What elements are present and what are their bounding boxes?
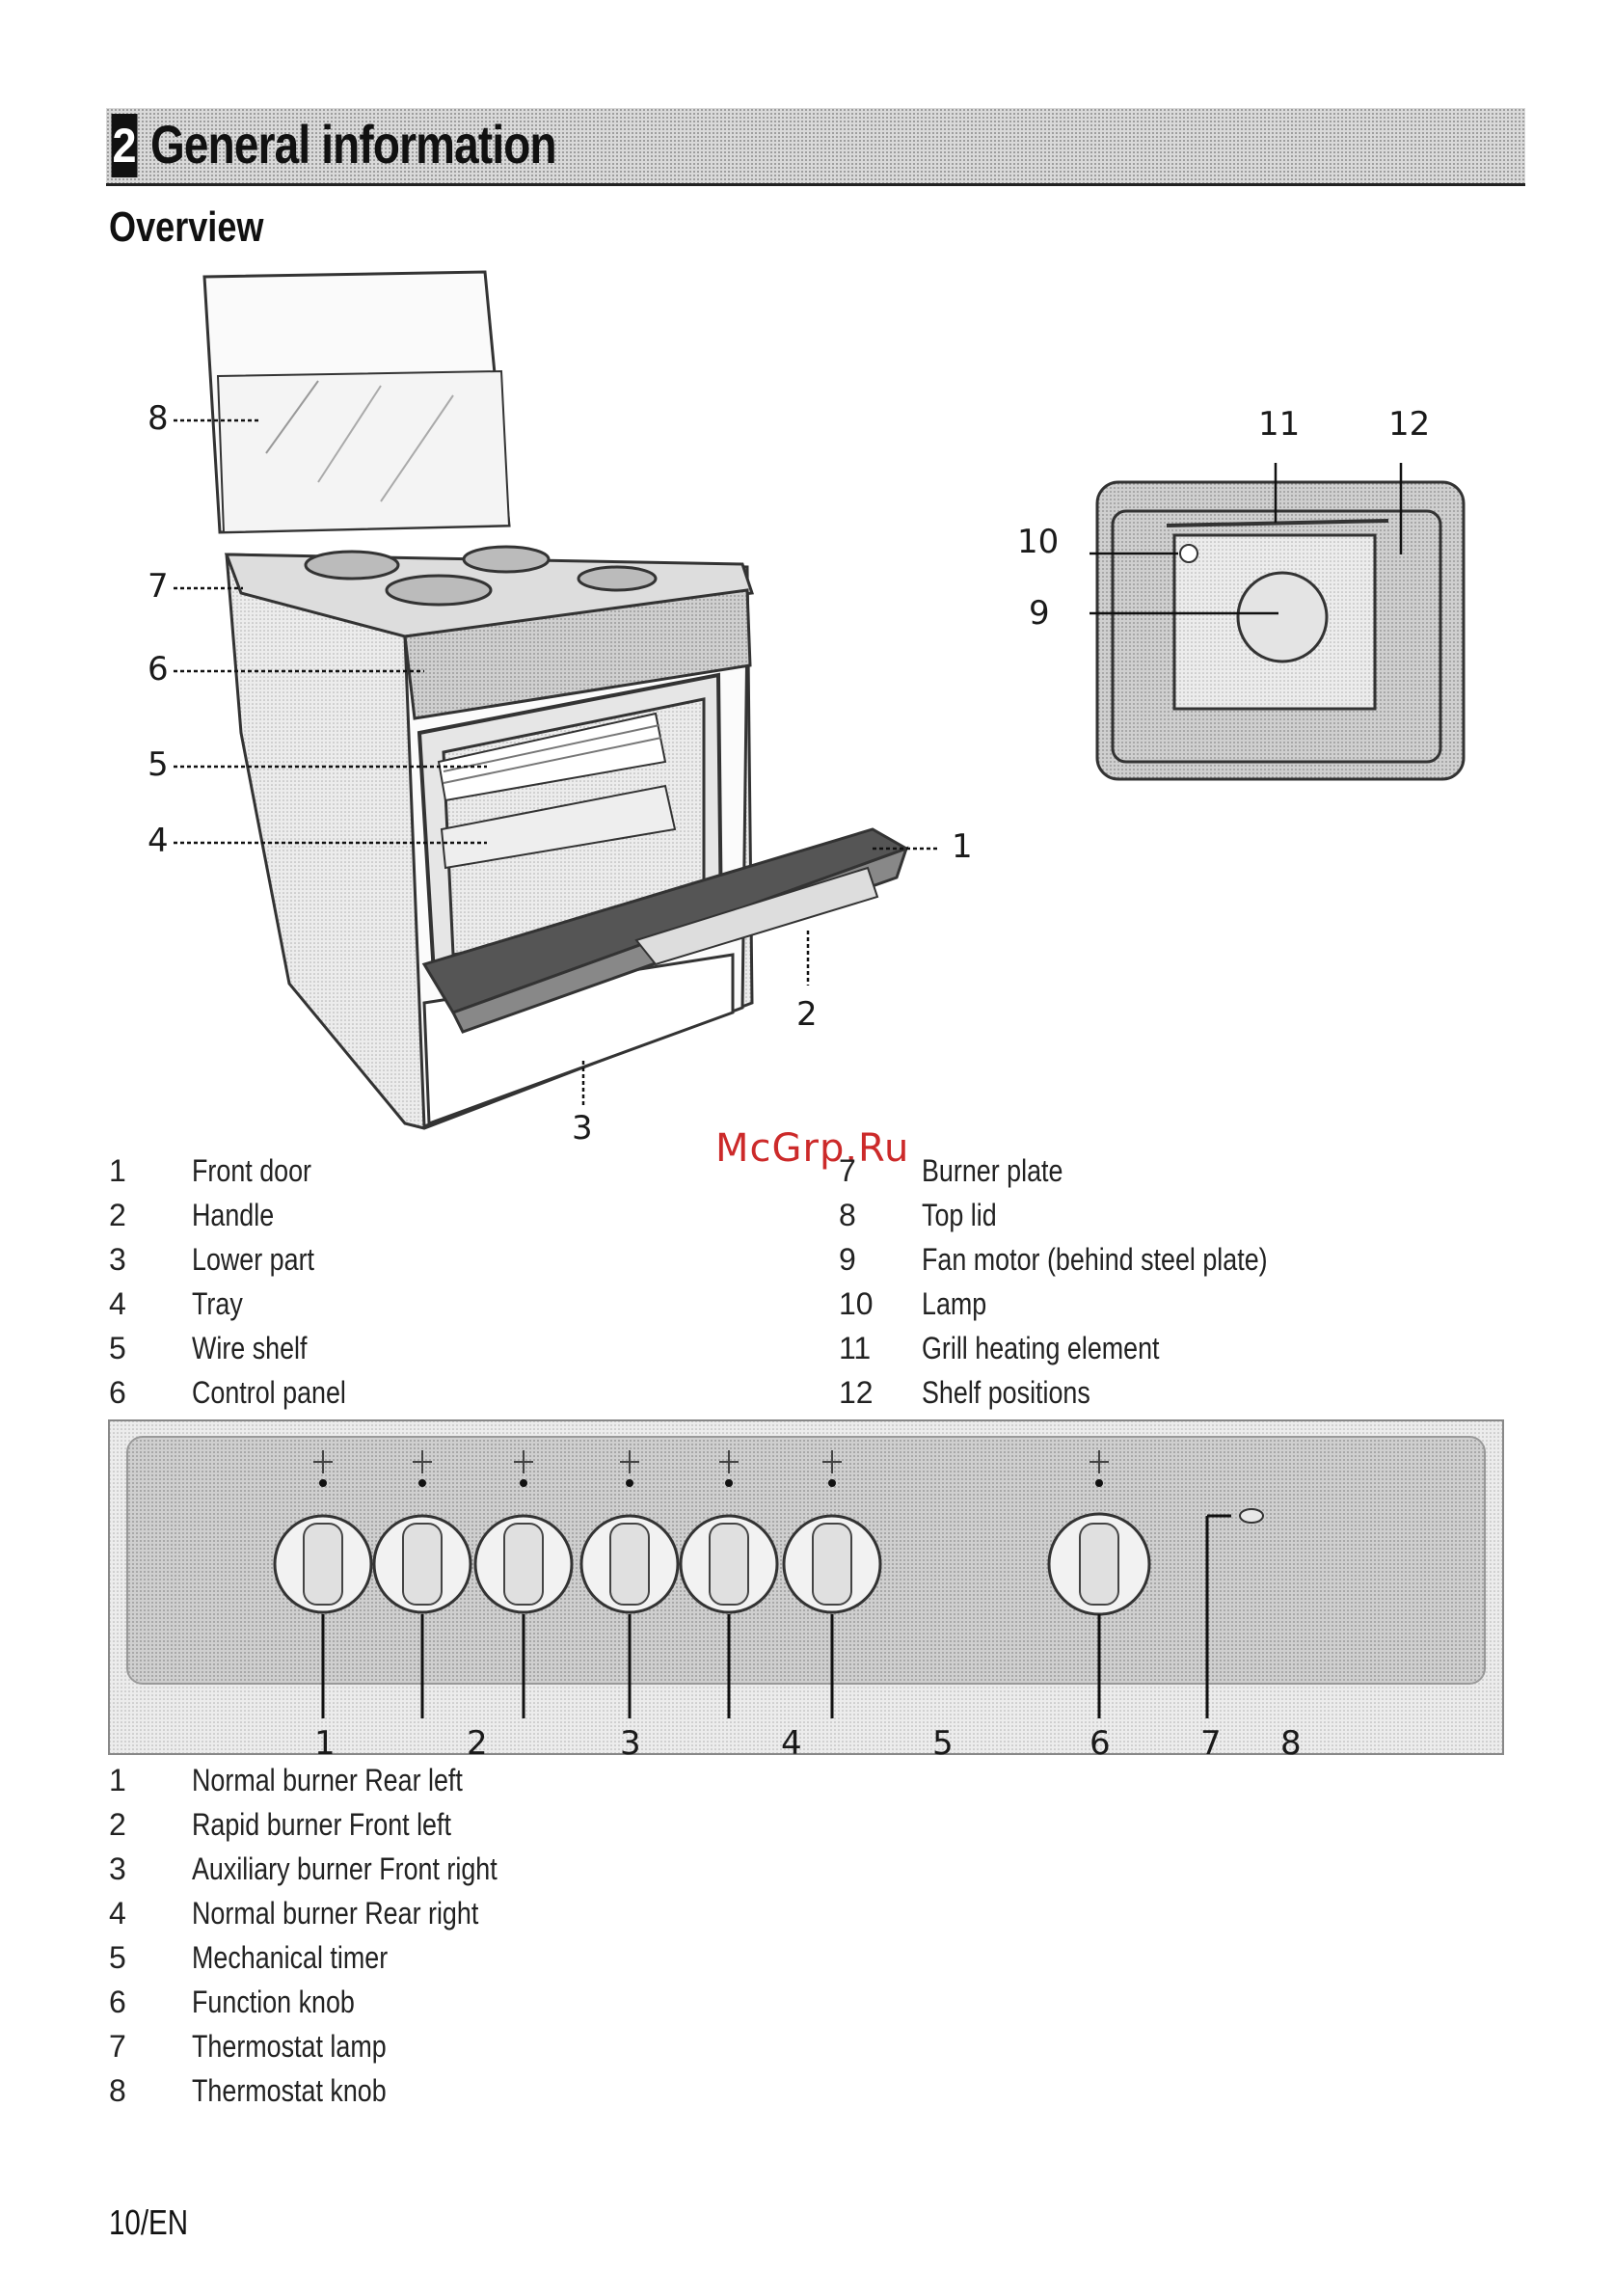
cooker-label-8: 8	[148, 399, 169, 438]
overview-heading: Overview	[109, 203, 264, 251]
control-knob[interactable]	[273, 1450, 373, 1614]
panel-label-8: 8	[1280, 1724, 1302, 1763]
control-knob[interactable]	[579, 1450, 680, 1614]
section-title: General information	[150, 114, 557, 175]
panel-label-7: 7	[1200, 1724, 1222, 1763]
oven-label-9: 9	[1029, 594, 1050, 633]
control-knob[interactable]	[782, 1450, 882, 1614]
knobs	[273, 1450, 1151, 1616]
panel-label-5: 5	[932, 1724, 954, 1763]
oven-label-11: 11	[1258, 405, 1301, 444]
oven-label-12: 12	[1388, 405, 1431, 444]
cooker-label-6: 6	[148, 650, 169, 689]
watermark: McGrp.Ru	[715, 1126, 910, 1171]
control-knob[interactable]	[473, 1450, 574, 1614]
top-lid	[202, 270, 511, 534]
page-number: 10/EN	[109, 2202, 189, 2242]
cooker-label-3: 3	[572, 1109, 593, 1148]
panel-label-4: 4	[781, 1724, 802, 1763]
cooker-label-2: 2	[796, 995, 818, 1034]
oven-label-10: 10	[1017, 523, 1060, 561]
cooker-label-5: 5	[148, 745, 169, 784]
panel-label-3: 3	[620, 1724, 641, 1763]
cooker-label-7: 7	[148, 567, 169, 606]
panel-label-6: 6	[1089, 1724, 1111, 1763]
burners	[304, 545, 658, 607]
control-knob[interactable]	[679, 1450, 779, 1614]
panel-label-1: 1	[314, 1724, 336, 1763]
cooker-label-1: 1	[952, 827, 973, 866]
section-number: 2	[111, 114, 138, 177]
control-knob[interactable]	[372, 1450, 472, 1614]
panel-label-2: 2	[467, 1724, 488, 1763]
control-knob[interactable]	[1047, 1450, 1151, 1616]
section-header-bar	[106, 108, 1525, 186]
cooker-body	[224, 553, 910, 1130]
control-panel-illustration	[108, 1419, 1504, 1755]
oven-interior-illustration	[1089, 463, 1466, 781]
cooker-label-4: 4	[148, 822, 169, 860]
